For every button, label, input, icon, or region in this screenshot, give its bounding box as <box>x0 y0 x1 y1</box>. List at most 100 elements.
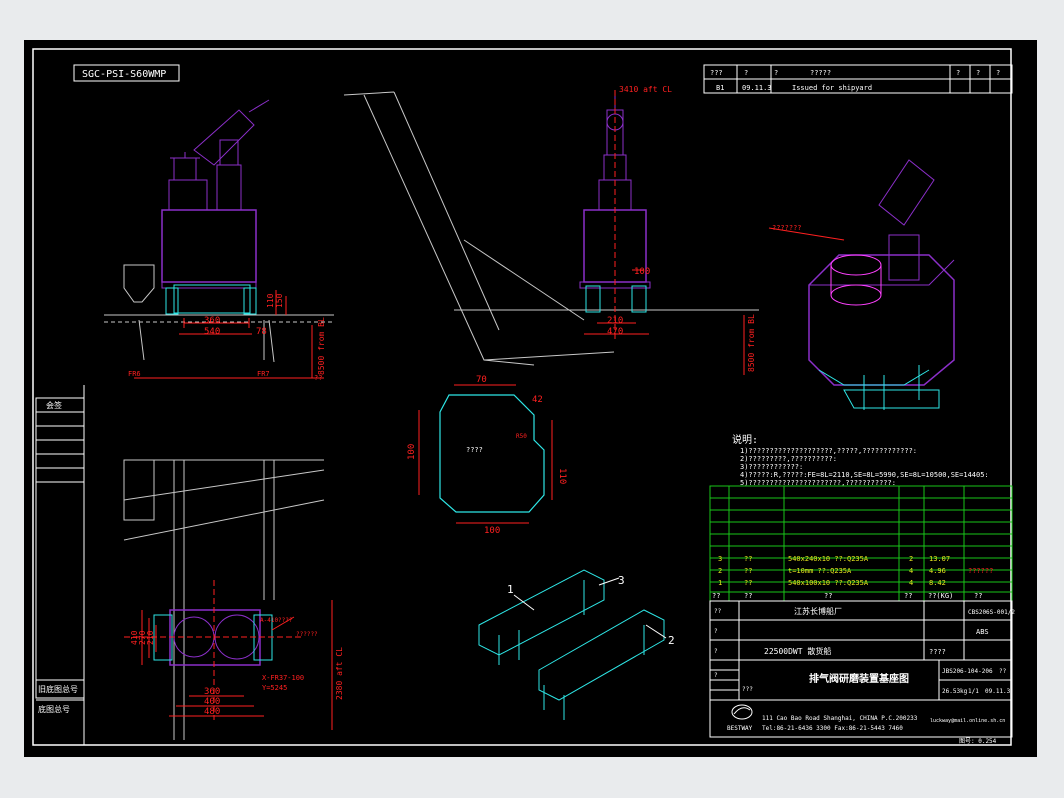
bracket-leader-2 <box>645 624 667 639</box>
left-side-note: ?? <box>314 374 322 382</box>
svg-text:??: ?? <box>904 592 912 600</box>
tb-company: 江苏长博船厂 <box>794 606 842 616</box>
tb-weight: 26.53kg <box>942 688 968 695</box>
bom-row-3: 3 ?? 540x240x10 ??:Q235A 2 13.07 ?????? <box>718 555 993 575</box>
logo-text: BESTWAY <box>727 725 753 732</box>
tb-vessel-aux: ???? <box>929 648 946 656</box>
plan-callout-a: A-410???? <box>260 617 293 624</box>
svg-text:540x240x10 ??:Q235A: 540x240x10 ??:Q235A <box>788 555 869 563</box>
template-dim-110: 110 <box>557 468 567 484</box>
footer-zoom: 图号: 0.254 <box>959 738 997 745</box>
rev-head-3: ? <box>774 69 778 77</box>
tb-date: 09.11.3 <box>985 688 1011 695</box>
company-logo <box>731 704 753 720</box>
title-block-grid <box>709 600 1013 738</box>
left-frame-fr6: FR6 <box>128 370 141 378</box>
left-dim-150: 150 <box>275 293 284 308</box>
rev-head-4: ????? <box>810 69 831 77</box>
iso-note: ??????? <box>772 224 802 232</box>
revision-block <box>703 64 1013 94</box>
svg-text:??: ?? <box>744 592 752 600</box>
rev-head-1: ??? <box>710 69 723 77</box>
bracket-leader-1 <box>513 594 535 611</box>
drawing-border <box>32 48 1012 746</box>
side-stamp-table <box>35 397 85 701</box>
tb-address: 111 Cao Bao Road Shanghai, CHINA P.C.200… <box>762 715 918 722</box>
tb-misc-0: ??? <box>742 686 753 693</box>
bom-row-1: 1 ?? 540x100x10 ??:Q235A 4 8.42 <box>718 579 946 587</box>
template-dim-42: 42 <box>532 395 543 405</box>
plan-dim-480: 480 <box>204 707 220 717</box>
svg-text:??: ?? <box>712 592 720 600</box>
cad-drawing: SGC-PSI-S60WMP 会签 旧底图总号 底图总号 ??? ? ? ???… <box>32 48 1015 746</box>
rev-desc: Issued for shipyard <box>792 84 872 92</box>
plan-dim-270: 270 <box>138 630 147 645</box>
plan-dim-360: 360 <box>204 687 220 697</box>
left-dim-360: 360 <box>204 316 220 326</box>
tb-phone: Tel:86-21-6436 3300 Fax:86-21-5443 7460 <box>762 725 903 732</box>
bracket-leader-3 <box>598 577 620 586</box>
svg-text:8.42: 8.42 <box>929 579 946 587</box>
rev-head-2: ? <box>744 69 748 77</box>
svg-text:13.07: 13.07 <box>929 555 950 563</box>
bom-header: ?? ?? ?? ?? ??(KG) ?? <box>712 592 982 600</box>
cad-viewport[interactable]: SGC-PSI-S60WMP 会签 旧底图总号 底图总号 ??? ? ? ???… <box>24 40 1037 757</box>
tb-scale-ref: ?? <box>999 668 1007 675</box>
svg-text:??: ?? <box>744 579 752 587</box>
svg-text:1: 1 <box>718 579 722 587</box>
tb-drawing-no: JBS206-104-206 <box>942 668 993 675</box>
side-stamp-base: 底图总号 <box>38 704 70 714</box>
svg-text:2: 2 <box>909 555 913 563</box>
plan-frame-y: Y=5245 <box>262 684 287 692</box>
plan-height-note: 2380 aft CL <box>335 647 344 700</box>
tb-email: luckway@mail.online.sh.cn <box>930 718 1005 724</box>
notes-title: 说明: <box>732 433 758 446</box>
left-dim-78: 78 <box>256 327 267 337</box>
side-stamp-old: 旧底图总号 <box>38 684 78 694</box>
center-dim-470: 470 <box>607 327 623 337</box>
center-cl-note: 3410 aft CL <box>619 85 672 94</box>
rev-no: B1 <box>716 84 724 92</box>
tb-vessel: 22500DWT 散货船 <box>764 646 831 656</box>
svg-text:??: ?? <box>974 592 982 600</box>
rev-head-6: ? <box>976 69 980 77</box>
notes-line-5: 5)??????????????????????,???????????: <box>740 479 896 487</box>
side-stamp-countersign: 会签 <box>46 400 62 410</box>
left-dim-110: 110 <box>266 293 275 308</box>
tb-class: ABS <box>976 628 989 636</box>
tb-misc-1: ?? <box>714 608 722 615</box>
drawing-code-box <box>73 64 180 82</box>
notes-line-3: 3)????????????: <box>740 463 803 471</box>
svg-text:??: ?? <box>744 555 752 563</box>
plan-dim-210: 210 <box>146 630 155 645</box>
drawing-code: SGC-PSI-S60WMP <box>82 69 166 80</box>
svg-text:??: ?? <box>824 592 832 600</box>
plan-view <box>123 459 333 740</box>
template-radius: R50 <box>516 433 527 440</box>
svg-text:540x100x10 ??:Q235A: 540x100x10 ??:Q235A <box>788 579 869 587</box>
template-dim-100-bottom: 100 <box>484 526 500 536</box>
template-view <box>418 384 553 524</box>
svg-text:??????: ?????? <box>968 567 993 575</box>
plan-frame-x: X-FR37-100 <box>262 674 304 682</box>
notes-line-1: 1)????????????????????,?????,???????????… <box>740 447 917 455</box>
notes-line-4: 4)?????:R,?????:FE=8L=2110,SE=8L=5990,SE… <box>740 471 989 479</box>
plan-dim-410: 410 <box>130 630 139 645</box>
svg-text:2: 2 <box>718 567 722 575</box>
template-label: ???? <box>466 446 483 454</box>
bom-row-2: 2 ?? t=10mm ??:Q235A 4 4.96 <box>718 567 946 575</box>
bracket-label-3: 3 <box>618 574 625 587</box>
bracket-label-2: 2 <box>668 634 675 647</box>
center-dim-210: 210 <box>607 316 623 326</box>
notes-line-2: 2)?????????,??????????: <box>740 455 837 463</box>
template-dim-100-left: 100 <box>407 444 417 460</box>
center-dim-100: 100 <box>634 267 650 277</box>
svg-text:4.96: 4.96 <box>929 567 946 575</box>
left-dim-540: 540 <box>204 327 220 337</box>
svg-text:??: ?? <box>744 567 752 575</box>
plan-dim-400: 400 <box>204 697 220 707</box>
svg-text:4: 4 <box>909 567 913 575</box>
bracket-parts <box>478 569 665 720</box>
left-height-note: 8500 from BL <box>317 317 326 375</box>
rev-date: 09.11.3 <box>742 84 772 92</box>
